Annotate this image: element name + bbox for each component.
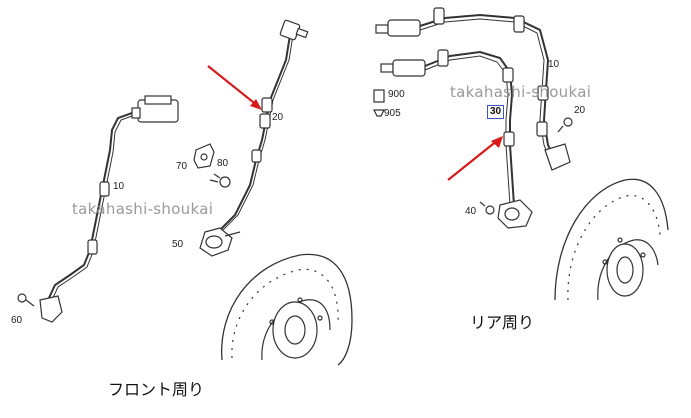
rear-label-10: 10 bbox=[548, 59, 560, 70]
rear-bolt-20 bbox=[557, 117, 573, 133]
front-label-80: 80 bbox=[217, 158, 229, 169]
front-cable-lower bbox=[39, 95, 179, 323]
front-bracket bbox=[193, 143, 215, 169]
rear-red-arrow bbox=[447, 136, 503, 181]
front-top-connector bbox=[279, 19, 309, 41]
rear-label-40: 40 bbox=[465, 206, 477, 217]
rear-label-20: 20 bbox=[574, 105, 586, 116]
front-label-20: 20 bbox=[272, 112, 284, 123]
front-bolt-60 bbox=[17, 293, 35, 307]
front-watermark: takahashi-shoukai bbox=[72, 200, 214, 218]
rear-assembly bbox=[373, 7, 669, 301]
front-label-60: 60 bbox=[11, 315, 23, 326]
front-cable-upper bbox=[217, 34, 291, 233]
front-brake-disc bbox=[221, 253, 353, 366]
rear-brake-disc bbox=[554, 178, 669, 301]
rear-caption: リア周り bbox=[470, 313, 535, 332]
front-label-70: 70 bbox=[176, 161, 188, 172]
front-label-10: 10 bbox=[113, 181, 125, 192]
rear-label-30: 30 bbox=[487, 105, 505, 119]
rear-label-900: 900 bbox=[388, 89, 405, 100]
rear-cable-30 bbox=[380, 49, 515, 206]
front-caption: フロント周り bbox=[108, 380, 205, 399]
rear-label-905: 905 bbox=[384, 108, 401, 119]
rear-bolt-40 bbox=[479, 201, 495, 215]
rear-plug-900 bbox=[373, 89, 385, 103]
front-label-50: 50 bbox=[172, 239, 184, 250]
front-bolt-80 bbox=[209, 173, 231, 188]
front-sensor bbox=[199, 227, 241, 257]
rear-clip-905 bbox=[373, 109, 385, 117]
front-red-arrow bbox=[207, 65, 262, 110]
front-assembly bbox=[17, 19, 353, 366]
rear-sensor bbox=[497, 199, 533, 229]
rear-cable-10 bbox=[375, 7, 571, 171]
rear-watermark: takahashi-shoukai bbox=[450, 83, 592, 101]
